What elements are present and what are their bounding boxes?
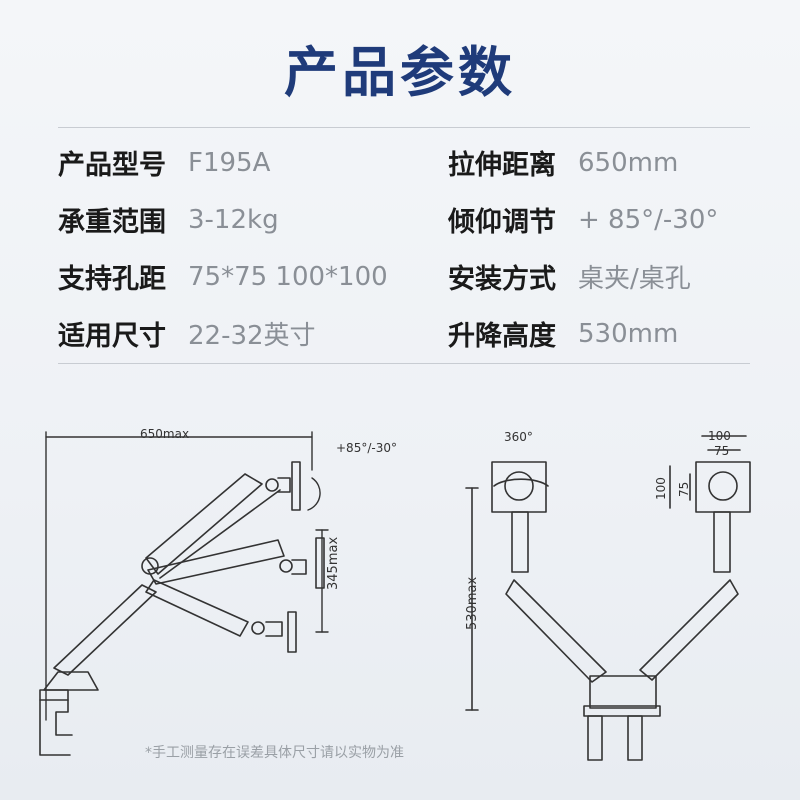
spec-label-mount: 安装方式 xyxy=(448,264,556,295)
spec-label-load: 承重范围 xyxy=(58,207,166,238)
monitor-arm-diagram: 650max +85°/-30° 345max 360° 530max 100 … xyxy=(39,427,751,761)
side-view-dimensions xyxy=(45,431,329,721)
spec-label-tilt: 倾仰调节 xyxy=(448,207,556,238)
spec-row: 支持孔距 75*75 100*100 安装方式 桌夹/桌孔 xyxy=(58,248,750,305)
measurement-note: *手工测量存在误差具体尺寸请以实物为准 xyxy=(145,745,404,761)
front-view-arms xyxy=(465,435,751,761)
vesa-75-side-label: 75 xyxy=(677,482,691,497)
spec-value-load: 3-12kg xyxy=(188,204,279,235)
rotation-label: 360° xyxy=(504,430,533,444)
spec-label-size: 适用尺寸 xyxy=(58,321,166,352)
divider-bottom xyxy=(58,363,750,364)
spec-value-height: 530mm xyxy=(578,318,679,349)
spec-label-height: 升降高度 xyxy=(448,321,556,352)
spec-value-size: 22-32英寸 xyxy=(188,321,316,351)
spec-label-vesa: 支持孔距 xyxy=(58,264,166,295)
spec-row: 适用尺寸 22-32英寸 升降高度 530mm xyxy=(58,305,750,362)
vesa-100-side-label: 100 xyxy=(654,477,668,500)
spec-label-model: 产品型号 xyxy=(58,150,166,181)
spec-value-reach: 650mm xyxy=(578,147,679,178)
vesa-75-top-label: 75 xyxy=(714,444,729,458)
vertical-range-label: 345max xyxy=(326,537,341,590)
spec-value-tilt: + 85°/-30° xyxy=(578,204,719,235)
spec-row: 产品型号 F195A 拉伸距离 650mm xyxy=(58,134,750,191)
side-view-arm xyxy=(39,461,325,756)
divider-top xyxy=(58,127,750,128)
spec-value-model: F195A xyxy=(188,147,271,178)
page-title: 产品参数 xyxy=(284,41,516,104)
width-dimension-label: 650max xyxy=(140,427,189,441)
spec-value-mount: 桌夹/桌孔 xyxy=(578,264,691,294)
spec-label-reach: 拉伸距离 xyxy=(448,150,556,181)
spec-table: 产品型号 F195A 拉伸距离 650mm 承重范围 3-12kg 倾仰调节 +… xyxy=(58,134,750,362)
spec-value-vesa: 75*75 100*100 xyxy=(188,261,388,292)
tilt-dimension-label: +85°/-30° xyxy=(336,441,397,455)
spec-row: 承重范围 3-12kg 倾仰调节 + 85°/-30° xyxy=(58,191,750,248)
